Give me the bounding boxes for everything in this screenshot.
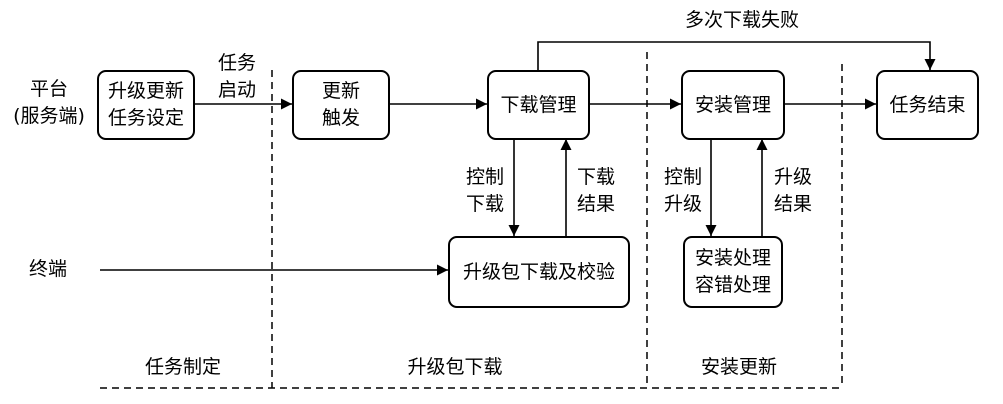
node-download-mgmt-label: 下载管理	[500, 93, 577, 116]
lane-label-platform-line2: (服务端)	[13, 105, 85, 127]
edge-label-download-result-line1: 下载	[576, 166, 615, 188]
node-install-handle-line1: 安装处理	[694, 247, 771, 269]
phase-label-install-update: 安装更新	[700, 356, 777, 378]
edge-label-upgrade-result-line1: 升级	[773, 166, 812, 188]
node-trigger-line1: 更新	[321, 80, 360, 102]
edge-label-control-upgrade-line2: 升级	[663, 193, 702, 215]
node-install-handle: 安装处理 容错处理	[683, 236, 783, 308]
node-task-end-label: 任务结束	[889, 93, 966, 116]
edge-label-upgrade-result-line2: 结果	[773, 193, 812, 215]
phase-label-pkg-download: 升级包下载	[407, 356, 503, 378]
node-pkg-download-label: 升级包下载及校验	[462, 260, 615, 283]
edge-label-control-upgrade-line1: 控制	[663, 166, 702, 188]
node-task-end: 任务结束	[876, 70, 979, 140]
node-download-mgmt: 下载管理	[487, 70, 590, 140]
node-install-mgmt: 安装管理	[681, 70, 785, 140]
edge-label-control-download: 控制 下载	[463, 164, 507, 218]
node-config: 升级更新 任务设定	[97, 70, 195, 140]
arrow-multi-fail	[537, 41, 936, 72]
lane-label-terminal: 终端	[28, 258, 67, 280]
edge-label-task-start-line1: 任务	[217, 52, 256, 74]
node-install-handle-line2: 容错处理	[694, 274, 771, 296]
edge-label-control-download-line1: 控制	[465, 166, 504, 188]
lane-label-platform: 平台 (服务端)	[4, 76, 94, 130]
node-install-mgmt-label: 安装管理	[694, 93, 771, 116]
phase-label-task-setup: 任务制定	[144, 356, 221, 378]
edge-label-download-result: 下载 结果	[574, 164, 618, 218]
node-trigger: 更新 触发	[292, 70, 390, 140]
edge-label-multi-fail: 多次下载失败	[684, 9, 799, 31]
lane-label-platform-line1: 平台	[29, 78, 68, 100]
node-trigger-line2: 触发	[321, 107, 360, 129]
edge-label-task-start-line2: 启动	[217, 79, 256, 101]
node-pkg-download: 升级包下载及校验	[448, 236, 630, 308]
node-config-line1: 升级更新	[107, 80, 184, 102]
node-config-line2: 任务设定	[107, 107, 184, 129]
edge-label-upgrade-result: 升级 结果	[771, 164, 815, 218]
edge-label-control-download-line2: 下载	[465, 193, 504, 215]
edge-label-control-upgrade: 控制 升级	[661, 164, 705, 218]
edge-label-download-result-line2: 结果	[576, 193, 615, 215]
edge-label-task-start: 任务 启动	[212, 50, 262, 104]
